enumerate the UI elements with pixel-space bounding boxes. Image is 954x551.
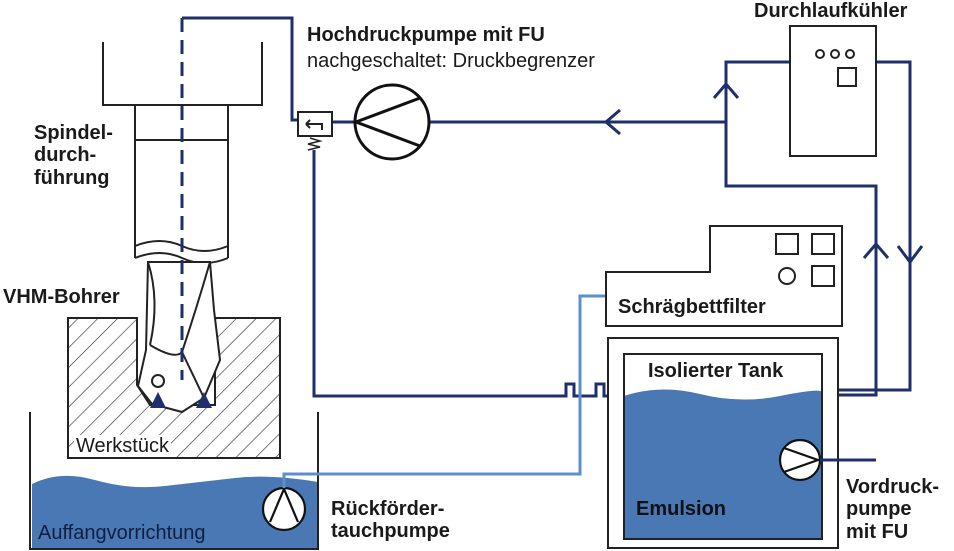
workpiece-label: Werkstück <box>74 435 171 458</box>
pressure-valve-icon <box>297 111 333 151</box>
return-line <box>282 294 606 488</box>
filter-label: Schrägbettfilter <box>618 296 766 318</box>
hp-pump-icon <box>351 83 431 161</box>
hp-pump-subtitle: nachgeschaltet: Druckbegrenzer <box>307 50 595 72</box>
drill-label: VHM-Bohrer <box>3 286 120 308</box>
chiller-label: Durchlaufkühler <box>754 0 908 22</box>
filter-unit <box>605 225 843 327</box>
flow-arrow-icon <box>603 81 924 265</box>
collector-label: Auffangvorrichtung <box>38 522 206 544</box>
chiller <box>789 25 877 157</box>
return-pump-icon <box>261 486 307 532</box>
pre-pump-label: Vordruck- pumpe mit FU <box>846 476 939 543</box>
hp-pump-title: Hochdruckpumpe mit FU <box>307 24 545 46</box>
tank-label: Isolierter Tank <box>648 360 784 382</box>
return-pump-label: Rückförder- tauchpumpe <box>331 498 450 543</box>
spindle-label: Spindel- durch- führung <box>34 122 113 189</box>
drill <box>136 261 222 414</box>
collector-basin <box>29 412 319 550</box>
emulsion-label: Emulsion <box>636 498 727 520</box>
pre-pump-icon <box>778 438 822 482</box>
